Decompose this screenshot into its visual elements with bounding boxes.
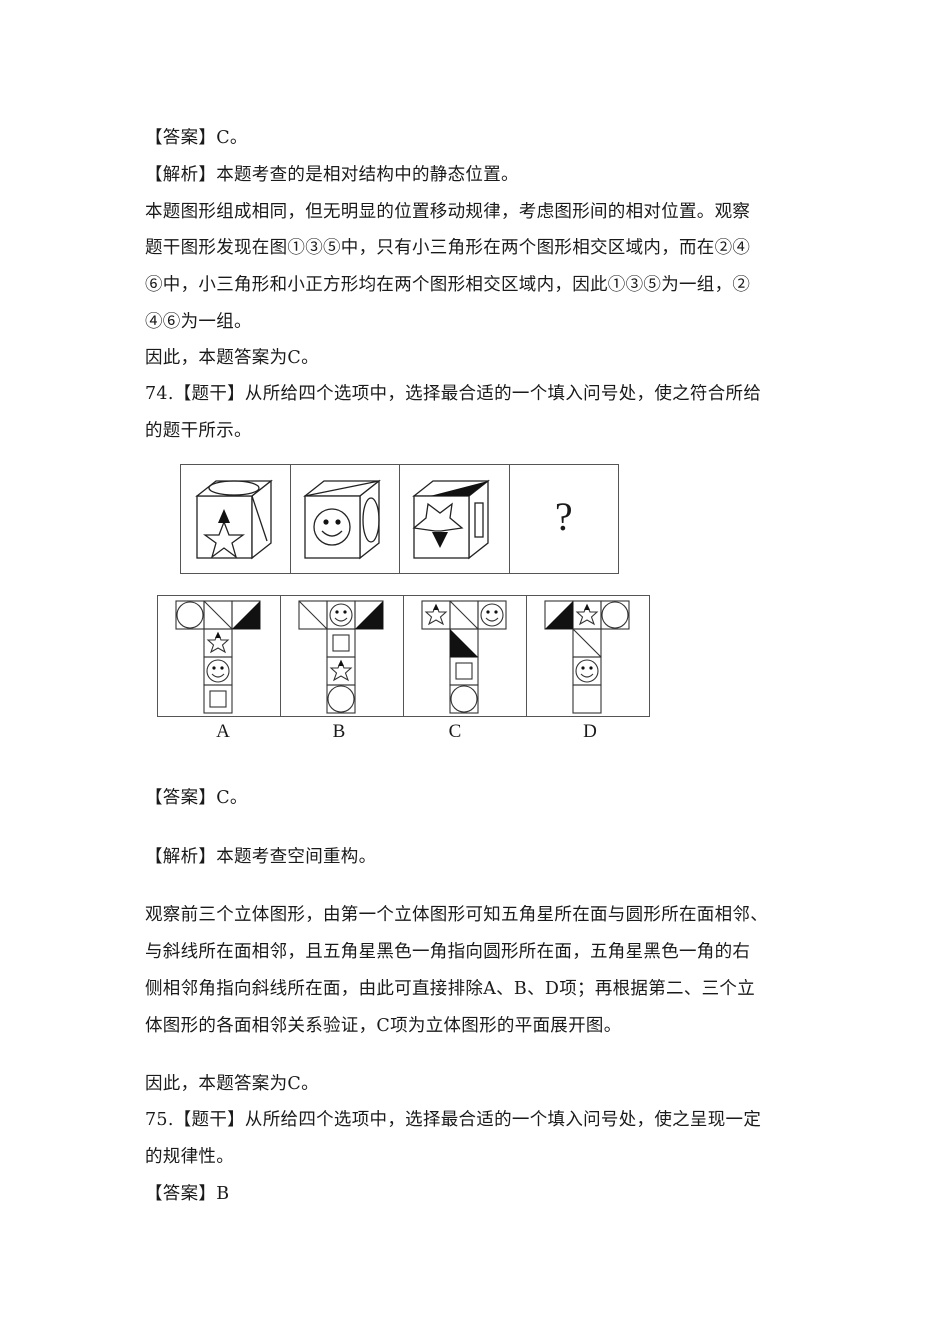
option-b-net[interactable] <box>281 596 404 716</box>
option-d-label: D <box>583 721 597 742</box>
cube-net-b-icon <box>298 600 384 714</box>
q73-analysis-line-3: ⑥中，小三角形和小正方形均在两个图形相交区域内，因此①③⑤为一组，② <box>145 275 751 295</box>
option-c-label: C <box>448 721 462 742</box>
cube-star-triangle-icon <box>412 479 490 560</box>
q74-stem-line-2: 的题干所示。 <box>145 421 252 441</box>
q75-stem-line-2: 的规律性。 <box>145 1147 234 1167</box>
q74-conclusion: 因此，本题答案为C。 <box>145 1074 319 1094</box>
option-a-net[interactable] <box>158 596 281 716</box>
cube-star-ellipse-icon <box>195 479 273 560</box>
option-d-net[interactable] <box>527 596 649 716</box>
q73-conclusion: 因此，本题答案为C。 <box>145 348 319 368</box>
q74-analysis-heading: 【解析】本题考查空间重构。 <box>145 847 377 867</box>
option-b-label: B <box>332 721 346 742</box>
q73-analysis-heading: 【解析】本题考查的是相对结构中的静态位置。 <box>145 165 519 185</box>
option-a-label: A <box>216 721 230 742</box>
q75-answer: 【答案】B <box>145 1184 230 1204</box>
q75-stem-line-1: 75.【题干】从所给四个选项中，选择最合适的一个填入问号处，使之呈现一定 <box>145 1110 762 1130</box>
option-c-net[interactable] <box>404 596 527 716</box>
q74-stem-figure: ? <box>180 464 619 574</box>
stem-cube-1 <box>181 465 291 573</box>
cube-net-a-icon <box>175 600 261 714</box>
question-mark: ? <box>554 494 573 539</box>
q74-options-figure <box>157 595 650 717</box>
q74-analysis-line-4: 体图形的各面相邻关系验证，C项为立体图形的平面展开图。 <box>145 1016 622 1036</box>
stem-cube-2 <box>291 465 400 573</box>
q73-analysis-line-2: 题干图形发现在图①③⑤中，只有小三角形在两个图形相交区域内，而在②④ <box>145 238 751 258</box>
q74-stem-line-1: 74.【题干】从所给四个选项中，选择最合适的一个填入问号处，使之符合所给 <box>145 384 762 404</box>
cube-net-d-icon <box>544 600 630 714</box>
q74-analysis-line-2: 与斜线所在面相邻，且五角星黑色一角指向圆形所在面，五角星黑色一角的右 <box>145 942 751 962</box>
q73-analysis-line-4: ④⑥为一组。 <box>145 312 252 332</box>
q73-answer: 【答案】C。 <box>145 128 248 148</box>
q73-analysis-line-1: 本题图形组成相同，但无明显的位置移动规律，考虑图形间的相对位置。观察 <box>145 202 751 222</box>
cube-net-c-icon <box>421 600 507 714</box>
cube-smiley-ellipse-icon <box>302 479 381 560</box>
stem-cube-3 <box>400 465 510 573</box>
q74-analysis-line-1: 观察前三个立体图形，由第一个立体图形可知五角星所在面与圆形所在面相邻、 <box>145 905 768 925</box>
q74-answer: 【答案】C。 <box>145 788 248 808</box>
stem-unknown-cell: ? <box>510 465 619 573</box>
q74-analysis-line-3: 侧相邻角指向斜线所在面，由此可直接排除A、B、D项；再根据第二、三个立 <box>145 979 756 999</box>
